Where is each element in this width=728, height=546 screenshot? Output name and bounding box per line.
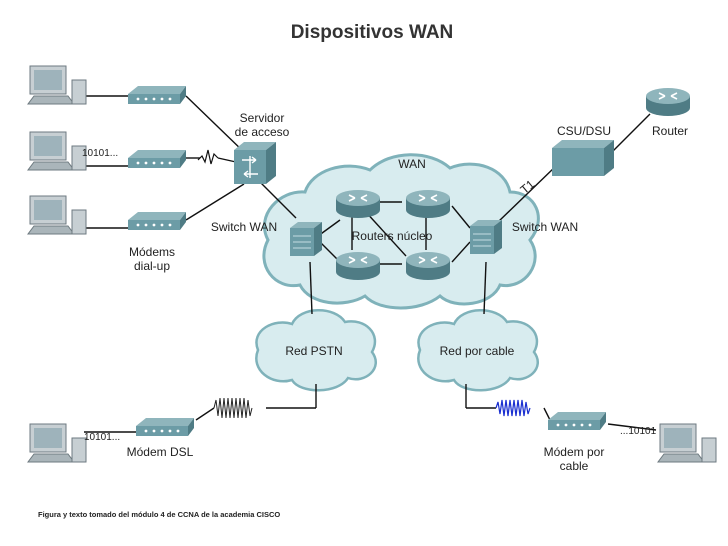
pc-icon: [27, 423, 87, 463]
bits-label: 10101...: [82, 148, 118, 159]
access-server-label-2: de acceso: [235, 125, 290, 139]
pc-icon: [657, 423, 717, 463]
switch-wan-icon: [469, 219, 503, 255]
cable-modem-icon: [548, 412, 606, 430]
switch-wan-right-label: Switch WAN: [512, 220, 578, 234]
connection-lines: [82, 95, 657, 433]
access-server-icon: [234, 142, 276, 184]
cable-modem-label-2: cable: [560, 459, 589, 473]
core-router-icon: [335, 189, 381, 219]
pc-icon: [27, 131, 87, 171]
modem-icon: [128, 86, 186, 104]
cable-cloud: [417, 309, 539, 392]
figure-caption: Figura y texto tomado del módulo 4 de CC…: [38, 510, 281, 519]
analog-wave-icon: [197, 149, 219, 165]
cable-modem-label-1: Módem por: [544, 445, 605, 459]
pc-icon: [27, 195, 87, 235]
cable-bits-label: ...10101: [620, 426, 657, 437]
router-label: Router: [652, 124, 688, 138]
access-server-label-1: Servidor: [240, 111, 285, 125]
pstn-cloud-label: Red PSTN: [285, 344, 342, 358]
core-router-icon: [405, 251, 451, 281]
dialup-modems-label-2: dial-up: [134, 259, 170, 273]
dialup-modems-label-1: Módems: [129, 245, 175, 259]
modem-icon: [128, 150, 186, 168]
dsl-modem-icon: [136, 418, 194, 436]
core-router-icon: [405, 189, 451, 219]
dsl-signal-icon: [213, 397, 253, 419]
cable-signal-icon: [495, 399, 531, 417]
router-icon: [645, 87, 691, 117]
core-routers-label: Routers núcleo: [352, 229, 433, 243]
cable-cloud-label: Red por cable: [440, 344, 515, 358]
diagram-title: Dispositivos WAN: [291, 22, 454, 43]
core-router-icon: [335, 251, 381, 281]
switch-wan-left-label: Switch WAN: [211, 220, 277, 234]
wan-cloud: [262, 153, 540, 310]
pstn-cloud: [255, 309, 377, 392]
csu-dsu-icon: [552, 140, 614, 176]
wan-cloud-label: WAN: [398, 157, 426, 171]
dsl-modem-label: Módem DSL: [127, 445, 194, 459]
pc-icon: [27, 65, 87, 105]
modem-icon: [128, 212, 186, 230]
switch-wan-icon: [289, 221, 323, 257]
csu-dsu-label: CSU/DSU: [557, 124, 611, 138]
dsl-bits-label: 10101...: [84, 432, 120, 443]
